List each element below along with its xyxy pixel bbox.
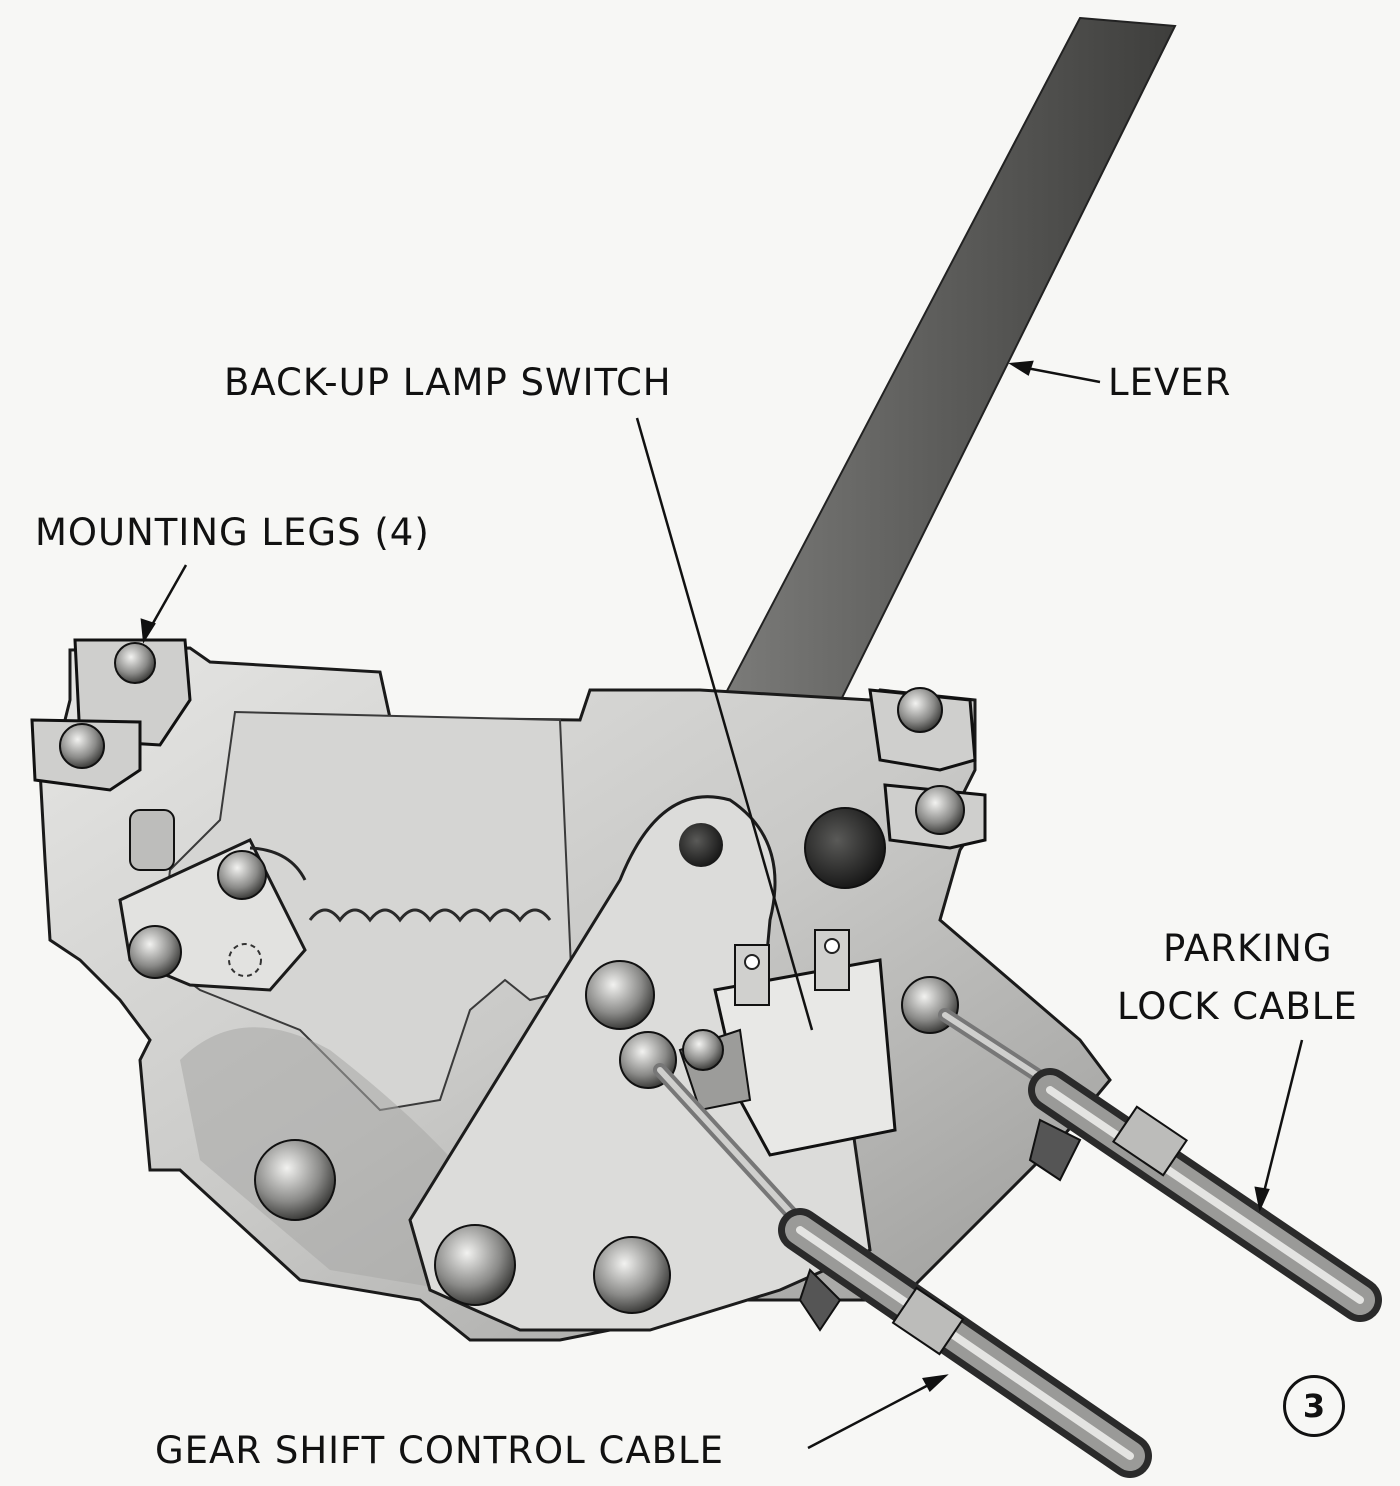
backup-lamp-switch <box>678 929 897 1157</box>
detent-teeth <box>308 908 552 923</box>
mounting-legs-label: MOUNTING LEGS (4) <box>35 511 430 554</box>
rivet <box>254 1139 336 1221</box>
parking-lock-cable-label-line2: LOCK CABLE <box>1117 985 1358 1028</box>
gear-shift-cable <box>619 1031 1152 1478</box>
lever-label: LEVER <box>1108 361 1232 404</box>
leader-lines <box>140 360 1304 1450</box>
figure-number-badge: 3 <box>1283 1375 1345 1437</box>
rivet <box>804 807 886 889</box>
rivet <box>593 1236 671 1314</box>
mounting-leg <box>868 687 977 772</box>
rivet-hole <box>679 823 723 867</box>
mounting-leg <box>883 783 987 850</box>
parking-lock-cable-label-line1: PARKING <box>1163 927 1333 970</box>
detent-pawl-assembly <box>118 809 307 992</box>
parking-lock-cable <box>901 976 1382 1322</box>
gear-shift-control-cable-label: GEAR SHIFT CONTROL CABLE <box>155 1429 725 1472</box>
backup-lamp-switch-label: BACK-UP LAMP SWITCH <box>224 361 672 404</box>
lever-bar <box>716 16 1177 720</box>
pivot-nut <box>585 960 655 1030</box>
rivet <box>434 1224 516 1306</box>
mounting-leg <box>30 718 142 792</box>
